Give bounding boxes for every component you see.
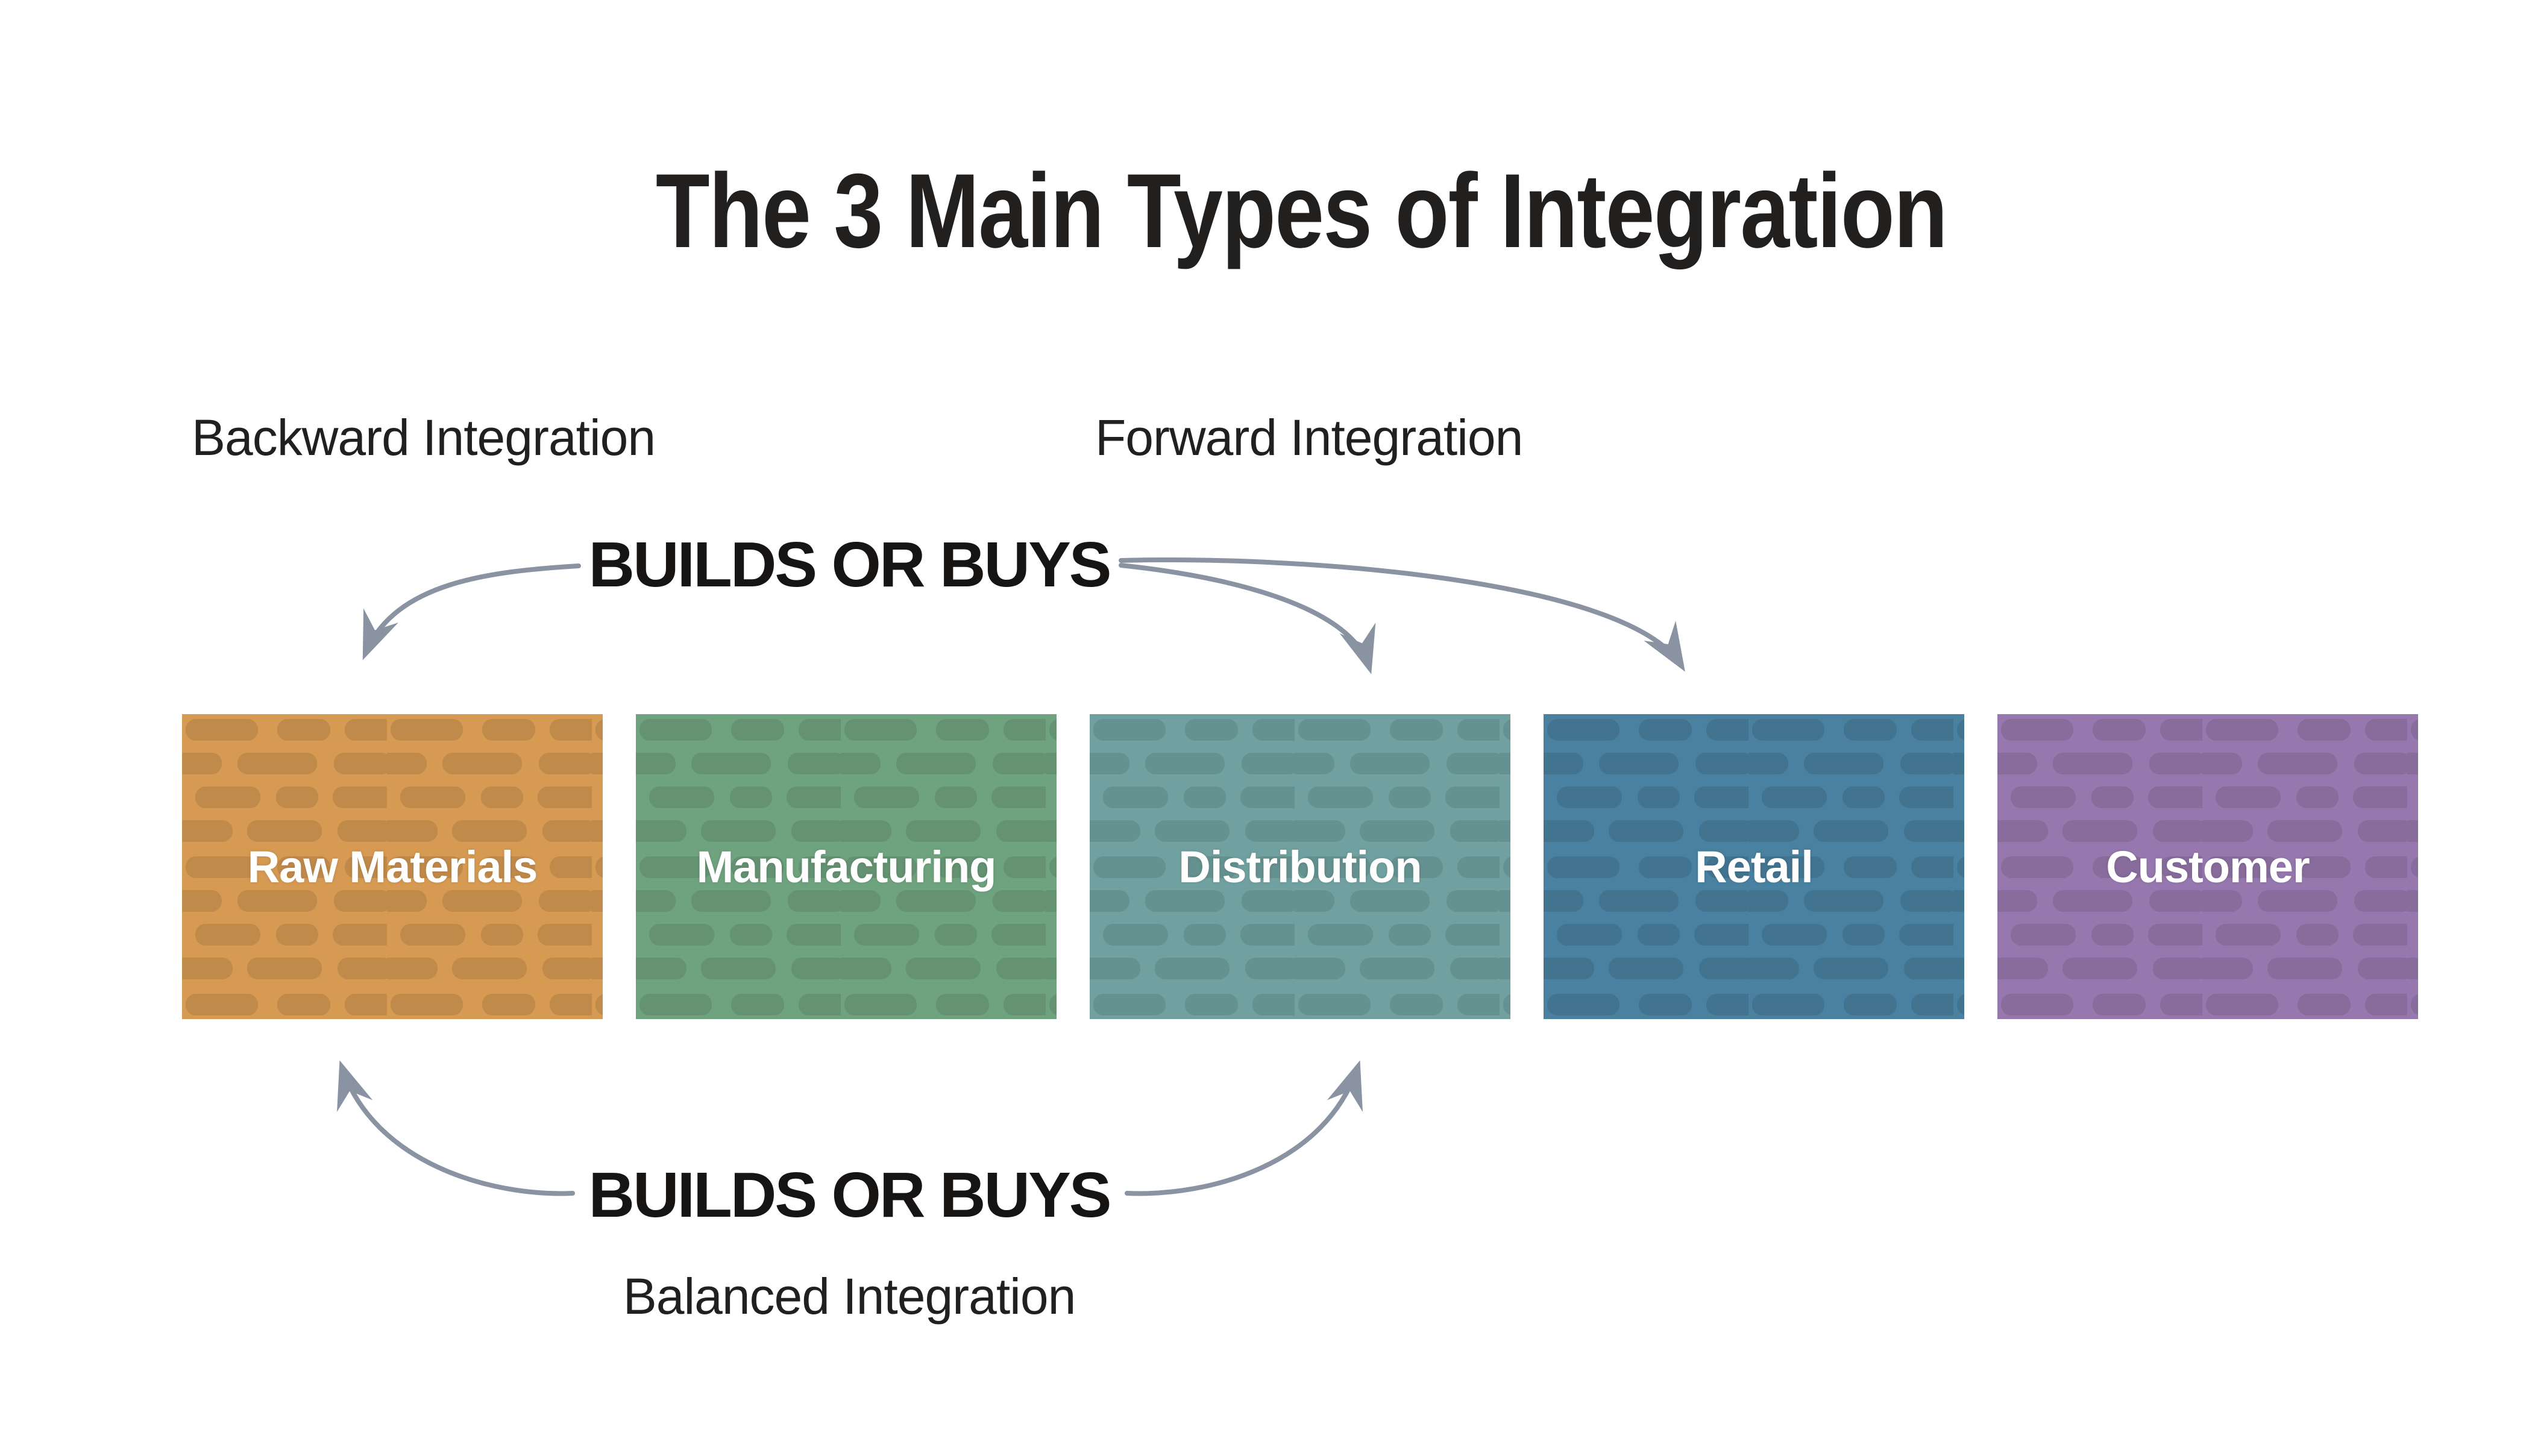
box-label: Distribution bbox=[1178, 841, 1422, 892]
arrow-balanced-to-distribution bbox=[1125, 1060, 1363, 1196]
arrow-balanced-to-raw-materials bbox=[337, 1060, 575, 1196]
label-balanced-integration: Balanced Integration bbox=[623, 1268, 1076, 1325]
page-title: The 3 Main Types of Integration bbox=[655, 152, 1948, 270]
brick-texture bbox=[1997, 714, 2418, 1019]
label-forward-integration: Forward Integration bbox=[1095, 409, 1523, 466]
builds-or-buys-top-label: BUILDS OR BUYS bbox=[588, 529, 1112, 600]
chain-box-retail: Retail bbox=[1544, 714, 1964, 1019]
label-backward-integration: Backward Integration bbox=[192, 409, 656, 466]
builds-or-buys-bottom-label: BUILDS OR BUYS bbox=[588, 1159, 1112, 1231]
brick-texture bbox=[1544, 714, 1964, 1019]
chain-box-customer: Customer bbox=[1997, 714, 2418, 1019]
arrow-forward-to-retail bbox=[1119, 557, 1685, 672]
box-label: Customer bbox=[2106, 841, 2310, 892]
box-label: Raw Materials bbox=[247, 841, 538, 892]
brick-texture bbox=[182, 714, 603, 1019]
box-label: Manufacturing bbox=[696, 841, 997, 892]
chain-box-manufacturing: Manufacturing bbox=[636, 714, 1057, 1019]
chain-box-distribution: Distribution bbox=[1090, 714, 1510, 1019]
chain-box-raw-materials: Raw Materials bbox=[182, 714, 603, 1019]
box-label: Retail bbox=[1695, 841, 1814, 892]
brick-texture bbox=[1090, 714, 1510, 1019]
brick-texture bbox=[636, 714, 1057, 1019]
supply-chain-row: Raw Materials Manufacturing Distribution… bbox=[0, 714, 2532, 1019]
arrow-forward-to-distribution bbox=[1119, 563, 1376, 674]
arrow-backward-to-raw-materials bbox=[362, 563, 581, 661]
